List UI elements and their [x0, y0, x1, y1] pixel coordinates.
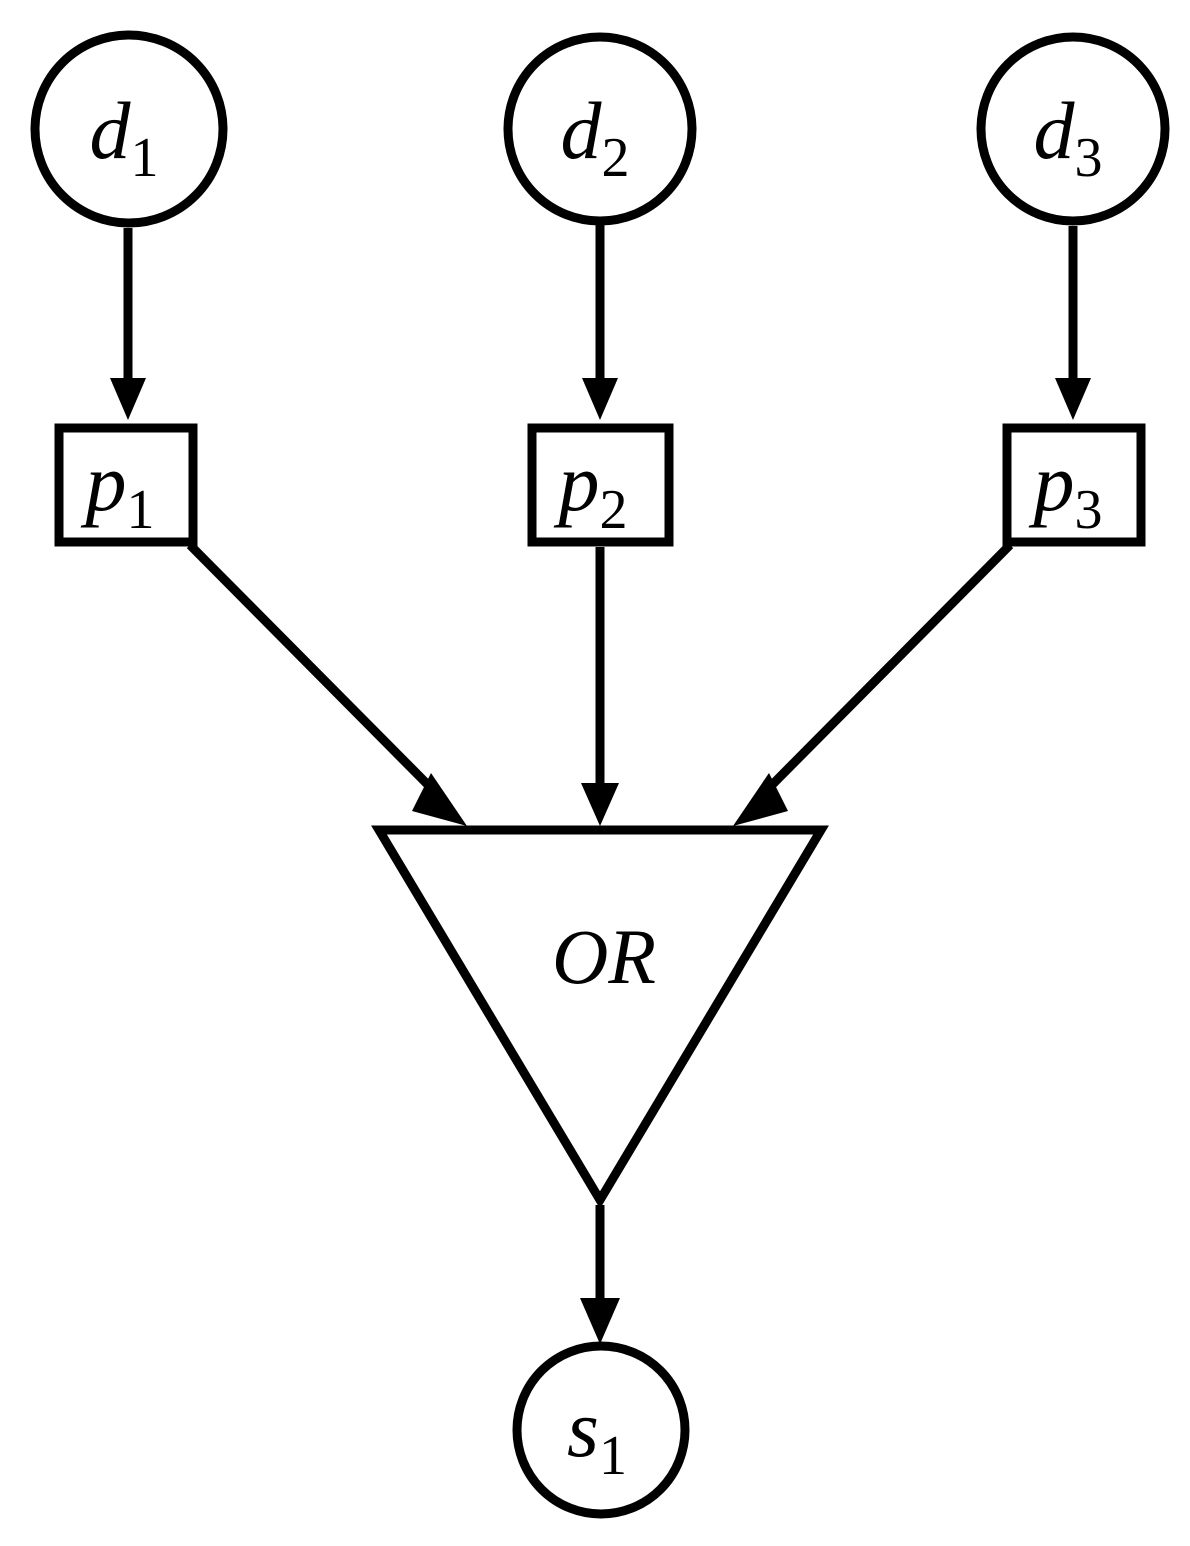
edge-d3-p3 [1055, 226, 1091, 420]
node-s1-circle[interactable] [512, 1341, 690, 1519]
edge-gate-s1-arrowhead-icon [580, 1298, 620, 1344]
edge-p3-gate-arrowhead-icon [733, 773, 788, 826]
edge-d1-p1 [110, 228, 146, 420]
node-p1-rect[interactable] [54, 423, 198, 547]
node-d3-circle[interactable] [976, 32, 1170, 226]
node-s1-label: s1 [567, 1383, 627, 1487]
edge-d1-p1-arrowhead-icon [110, 378, 146, 420]
node-p3-rect[interactable] [1002, 423, 1146, 547]
node-p2[interactable]: p2 [527, 423, 674, 547]
node-p2-rect[interactable] [527, 423, 674, 547]
edge-gate-s1 [580, 1205, 620, 1344]
node-d2-label: d2 [561, 85, 630, 189]
node-d3-label: d3 [1034, 85, 1103, 189]
edge-p1-gate-line [186, 541, 447, 804]
edge-d3-p3-arrowhead-icon [1055, 378, 1091, 420]
node-or-gate[interactable]: OR [371, 825, 829, 1209]
node-p2-label: p2 [554, 437, 628, 541]
node-s1[interactable]: s1 [512, 1341, 690, 1519]
edge-d2-p2 [582, 225, 618, 420]
node-d3[interactable]: d3 [976, 32, 1170, 226]
edge-p3-gate-line [753, 541, 1014, 804]
node-d2[interactable]: d2 [503, 32, 697, 226]
edge-d2-p2-arrowhead-icon [582, 378, 618, 420]
node-d1[interactable]: d1 [30, 30, 228, 228]
node-p1[interactable]: p1 [54, 423, 198, 547]
node-p3[interactable]: p3 [1002, 423, 1146, 547]
node-or-gate-label: OR [552, 913, 656, 1000]
node-d1-label: d1 [90, 85, 159, 189]
edge-p1-gate-arrowhead-icon [412, 773, 467, 826]
edge-p3-gate [733, 541, 1014, 826]
edge-p1-gate [186, 541, 467, 826]
node-or-gate-triangle[interactable] [371, 825, 829, 1209]
node-p3-label: p3 [1029, 437, 1103, 541]
node-d1-circle[interactable] [30, 30, 228, 228]
node-d2-circle[interactable] [503, 32, 697, 226]
edge-p2-gate [581, 547, 619, 826]
node-p1-label: p1 [81, 437, 155, 541]
edge-p2-gate-arrowhead-icon [581, 783, 619, 826]
